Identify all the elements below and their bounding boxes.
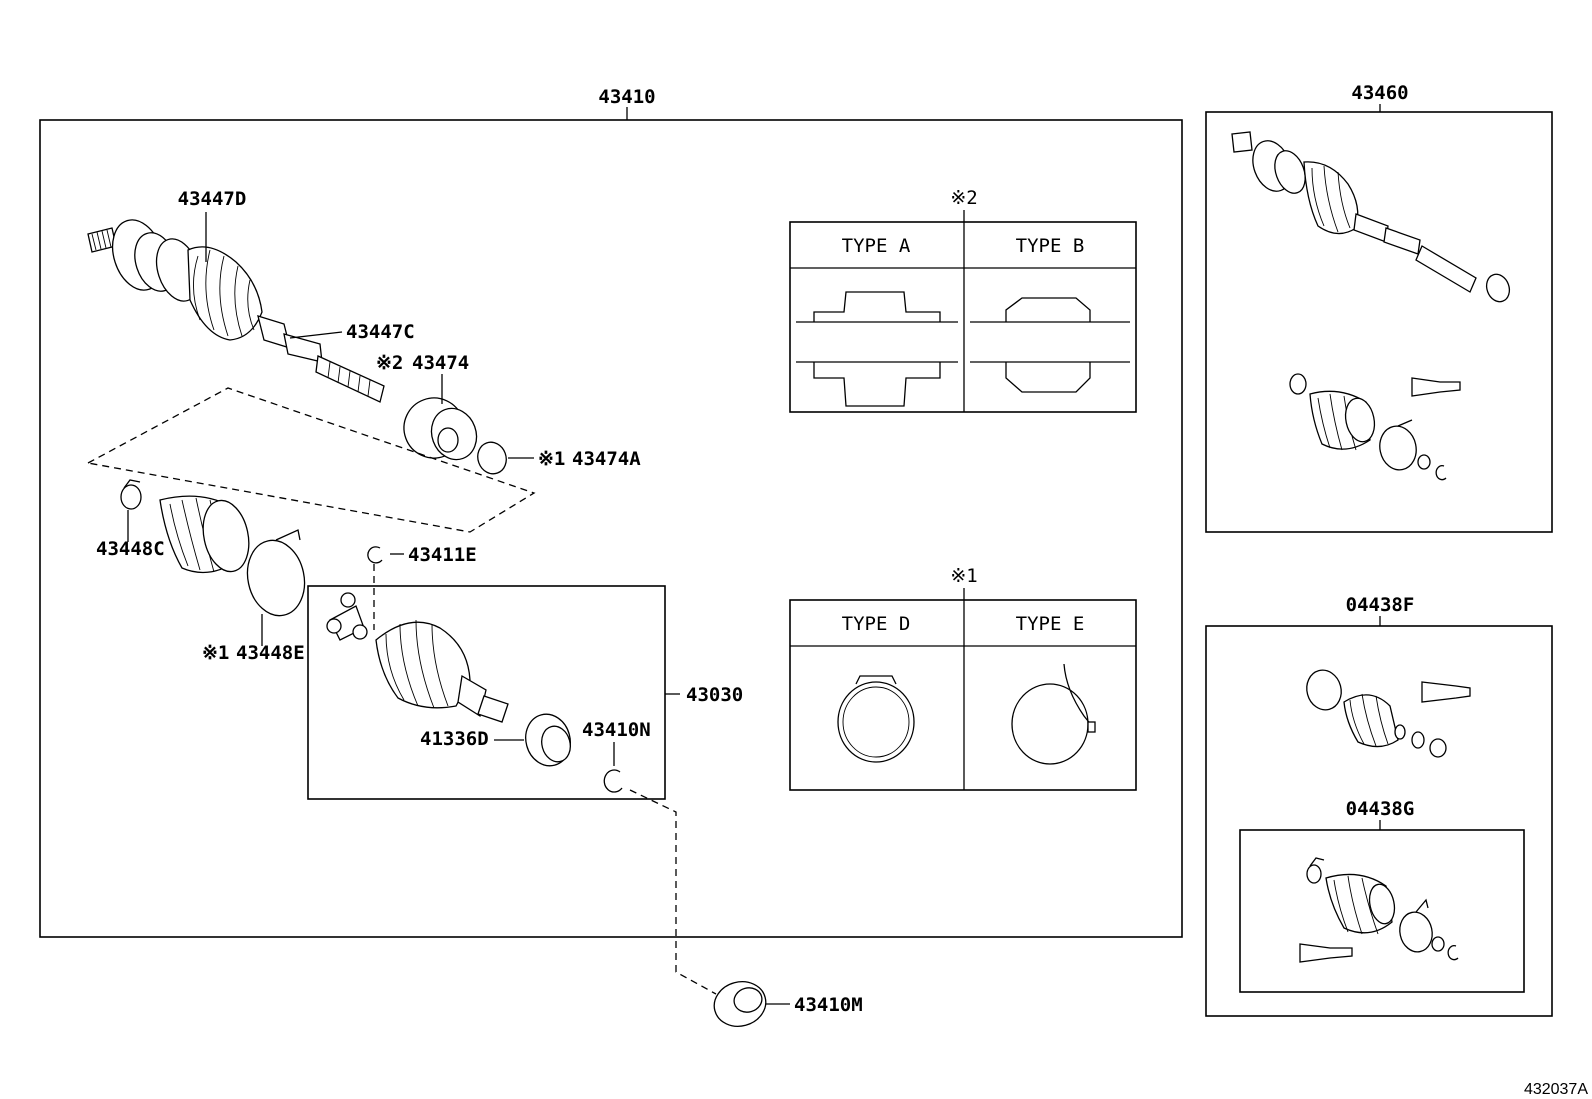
- type-table-damper: [789, 221, 1137, 413]
- label-43447D[interactable]: 43447D: [178, 188, 247, 210]
- outer-joint-shaft-drawing: [87, 219, 385, 403]
- label-43474[interactable]: 43474: [412, 352, 469, 374]
- dust-cover-drawing: [525, 713, 571, 767]
- damper-drawing: [403, 397, 478, 461]
- type-b-label: TYPE B: [1016, 235, 1085, 257]
- note-boot-band: ※1: [202, 642, 229, 664]
- note-type-table-damper: ※2: [950, 187, 977, 209]
- note-type-table-band: ※1: [950, 565, 977, 587]
- label-43410[interactable]: 43410: [598, 86, 655, 108]
- bearing-drawing: [713, 981, 767, 1027]
- inner-joint-frame: [307, 585, 666, 800]
- label-43030[interactable]: 43030: [686, 684, 743, 706]
- boot-kit-g-drawing: [1299, 857, 1459, 963]
- label-43474A[interactable]: 43474A: [572, 448, 641, 470]
- boot-kit-g-frame: [1239, 829, 1525, 993]
- rh-boot-kit-drawing: [1289, 373, 1461, 481]
- note-damper: ※2: [376, 352, 403, 374]
- boot-kit-f-drawing: [1306, 669, 1471, 758]
- outer-boot-drawing: [159, 495, 250, 574]
- label-43460[interactable]: 43460: [1351, 82, 1408, 104]
- type-a-label: TYPE A: [842, 235, 911, 257]
- inner-ring-drawing: [603, 769, 623, 793]
- type-d-label: TYPE D: [842, 613, 911, 635]
- label-41336D[interactable]: 41336D: [420, 728, 489, 750]
- label-43411E[interactable]: 43411E: [408, 544, 477, 566]
- boot-kit-f-frame: [1205, 625, 1553, 1017]
- main-assembly-frame: [39, 119, 1183, 938]
- diagram-code: 432037A: [1524, 1081, 1588, 1098]
- damper-band-drawing: [477, 441, 507, 475]
- label-04438G[interactable]: 04438G: [1346, 798, 1415, 820]
- boot-group-outline: [86, 387, 536, 533]
- label-43410M[interactable]: 43410M: [794, 994, 863, 1016]
- rh-assembly-drawing: [1231, 131, 1511, 303]
- label-43448E[interactable]: 43448E: [236, 642, 305, 664]
- label-43410N[interactable]: 43410N: [582, 719, 651, 741]
- label-43448C[interactable]: 43448C: [96, 538, 165, 560]
- boot-clamp-drawing: [120, 479, 142, 510]
- rh-assembly-frame: [1205, 111, 1553, 533]
- type-e-label: TYPE E: [1016, 613, 1085, 635]
- snap-ring-drawing: [367, 546, 383, 564]
- label-43447C[interactable]: 43447C: [346, 321, 415, 343]
- boot-band-drawing: [246, 529, 306, 617]
- note-damper-band: ※1: [538, 448, 565, 470]
- type-table-band: [789, 599, 1137, 791]
- bearing-dash: [629, 789, 717, 995]
- inner-joint-drawing: [326, 592, 509, 723]
- leader-43447C: [289, 331, 343, 339]
- label-04438F[interactable]: 04438F: [1346, 594, 1415, 616]
